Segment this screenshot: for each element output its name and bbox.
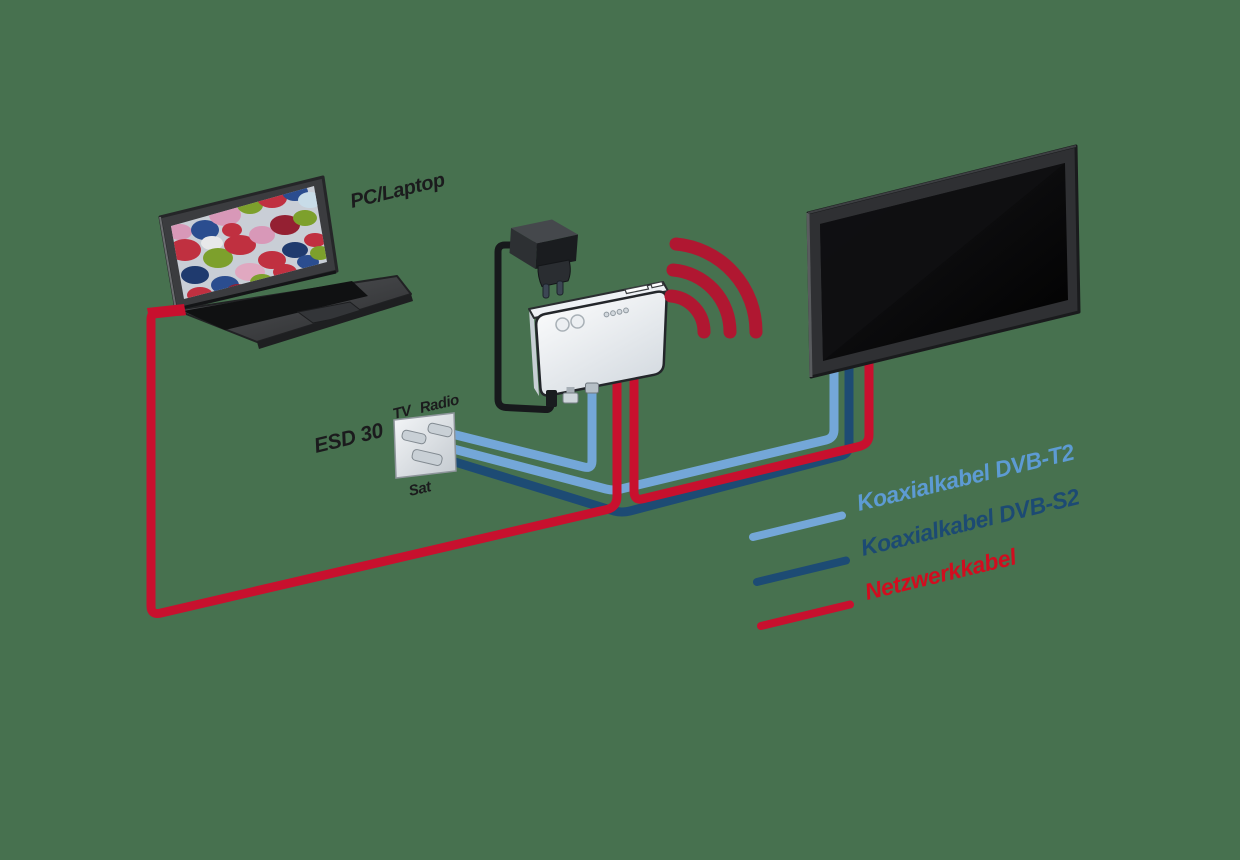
laptop bbox=[147, 175, 413, 349]
tv-frame-top-highlight bbox=[807, 145, 1077, 214]
device-button-left bbox=[555, 317, 570, 332]
adapter-plug-body bbox=[537, 259, 571, 288]
adapter-plug-prong-right bbox=[556, 280, 564, 296]
device-button-right bbox=[570, 314, 585, 329]
streaming-device bbox=[528, 280, 669, 407]
device-power-connector bbox=[546, 390, 557, 407]
laptop-front-rim bbox=[257, 294, 413, 349]
wall-outlet-plate bbox=[393, 412, 457, 479]
tv-screen-sheen bbox=[820, 163, 1065, 361]
device-top-vent-slot-small bbox=[650, 280, 664, 289]
legend-line-netzwerkkabel bbox=[757, 600, 854, 630]
wifi-arc-medium bbox=[666, 263, 737, 339]
laptop-screen-edge-highlight bbox=[159, 216, 177, 311]
laptop-hinge bbox=[176, 270, 337, 311]
device-coax-connector-tip bbox=[566, 387, 575, 395]
wall-outlet-tv-port bbox=[401, 429, 427, 445]
power-cable-adapter-to-device bbox=[494, 241, 555, 414]
adapter-top-face bbox=[511, 219, 578, 244]
wifi-arc-small bbox=[664, 289, 711, 339]
wall-outlet-radio-port bbox=[427, 422, 453, 438]
adapter-left-face bbox=[509, 228, 537, 269]
device-led-indicators bbox=[603, 307, 629, 318]
device-left-face bbox=[529, 309, 539, 396]
outlet-sat-port-label: Sat bbox=[407, 478, 434, 500]
device-coax-connector-nut bbox=[562, 392, 579, 404]
network-cable-device-to-tv bbox=[629, 358, 874, 504]
wifi-signal-icon bbox=[664, 237, 763, 339]
legend-line-koax-dvbt2 bbox=[749, 511, 846, 541]
power-adapter bbox=[509, 219, 578, 299]
adapter-plug-prong-left bbox=[542, 283, 550, 299]
television bbox=[806, 144, 1081, 379]
tv-frame-left-highlight bbox=[806, 212, 813, 378]
outlet-tv-port-label: TV bbox=[391, 402, 415, 423]
coax-dvbt2-cable-outlet-to-tv bbox=[418, 360, 839, 495]
coax-dvbt2-cable-outlet-to-device bbox=[443, 378, 597, 472]
wifi-arc-large bbox=[669, 237, 763, 339]
laptop-network-port-plug bbox=[147, 304, 186, 319]
wall-outlet-sat-port bbox=[411, 449, 443, 466]
wall-outlet bbox=[393, 412, 457, 479]
device-top-vent-slot bbox=[624, 284, 650, 295]
laptop-base-shadow bbox=[183, 281, 368, 330]
legend-line-koax-dvbs2 bbox=[753, 556, 850, 586]
device-coax-plug-cap bbox=[585, 382, 599, 394]
